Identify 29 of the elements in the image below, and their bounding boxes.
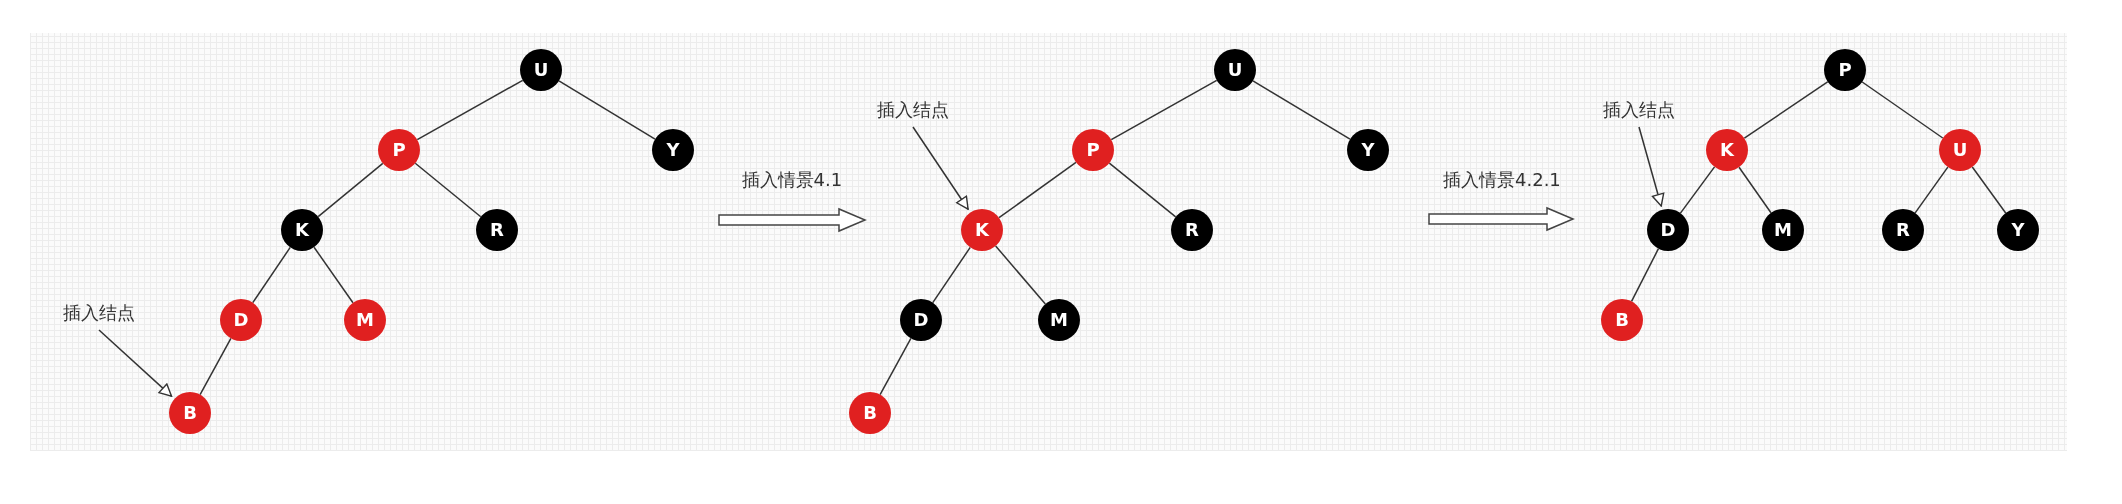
node-label: 插入结点 bbox=[1603, 99, 1675, 121]
step-label: 插入情景4.2.1 bbox=[1443, 169, 1561, 191]
tree-edge bbox=[252, 246, 291, 304]
tree-edge bbox=[932, 246, 971, 304]
tree-edge bbox=[1738, 166, 1772, 214]
tree-edge bbox=[1630, 247, 1660, 303]
tree-edge bbox=[879, 337, 912, 396]
tree-edge bbox=[313, 246, 354, 304]
tree-edge bbox=[1679, 166, 1716, 214]
tree-edge bbox=[994, 245, 1047, 305]
tree-edge bbox=[558, 80, 656, 140]
tree-edge bbox=[1110, 79, 1218, 141]
tree-edge bbox=[1861, 81, 1944, 139]
tree-edge bbox=[414, 162, 482, 218]
leader-line bbox=[98, 329, 173, 397]
tree-edge bbox=[1252, 80, 1351, 140]
tree-edge bbox=[317, 162, 384, 218]
leader-line bbox=[1638, 126, 1665, 207]
tree-edge bbox=[1971, 166, 2007, 214]
tree-edge bbox=[1743, 81, 1829, 139]
leader-line bbox=[912, 126, 969, 210]
tree-edge bbox=[199, 337, 232, 396]
tree-edge bbox=[998, 161, 1077, 219]
node-label: 插入结点 bbox=[63, 302, 135, 324]
step-label: 插入情景4.1 bbox=[741, 169, 843, 191]
tree-edge bbox=[1108, 162, 1177, 218]
node-label: 插入结点 bbox=[877, 99, 949, 121]
tree-edge bbox=[1914, 166, 1949, 214]
tree-edge bbox=[416, 79, 524, 141]
